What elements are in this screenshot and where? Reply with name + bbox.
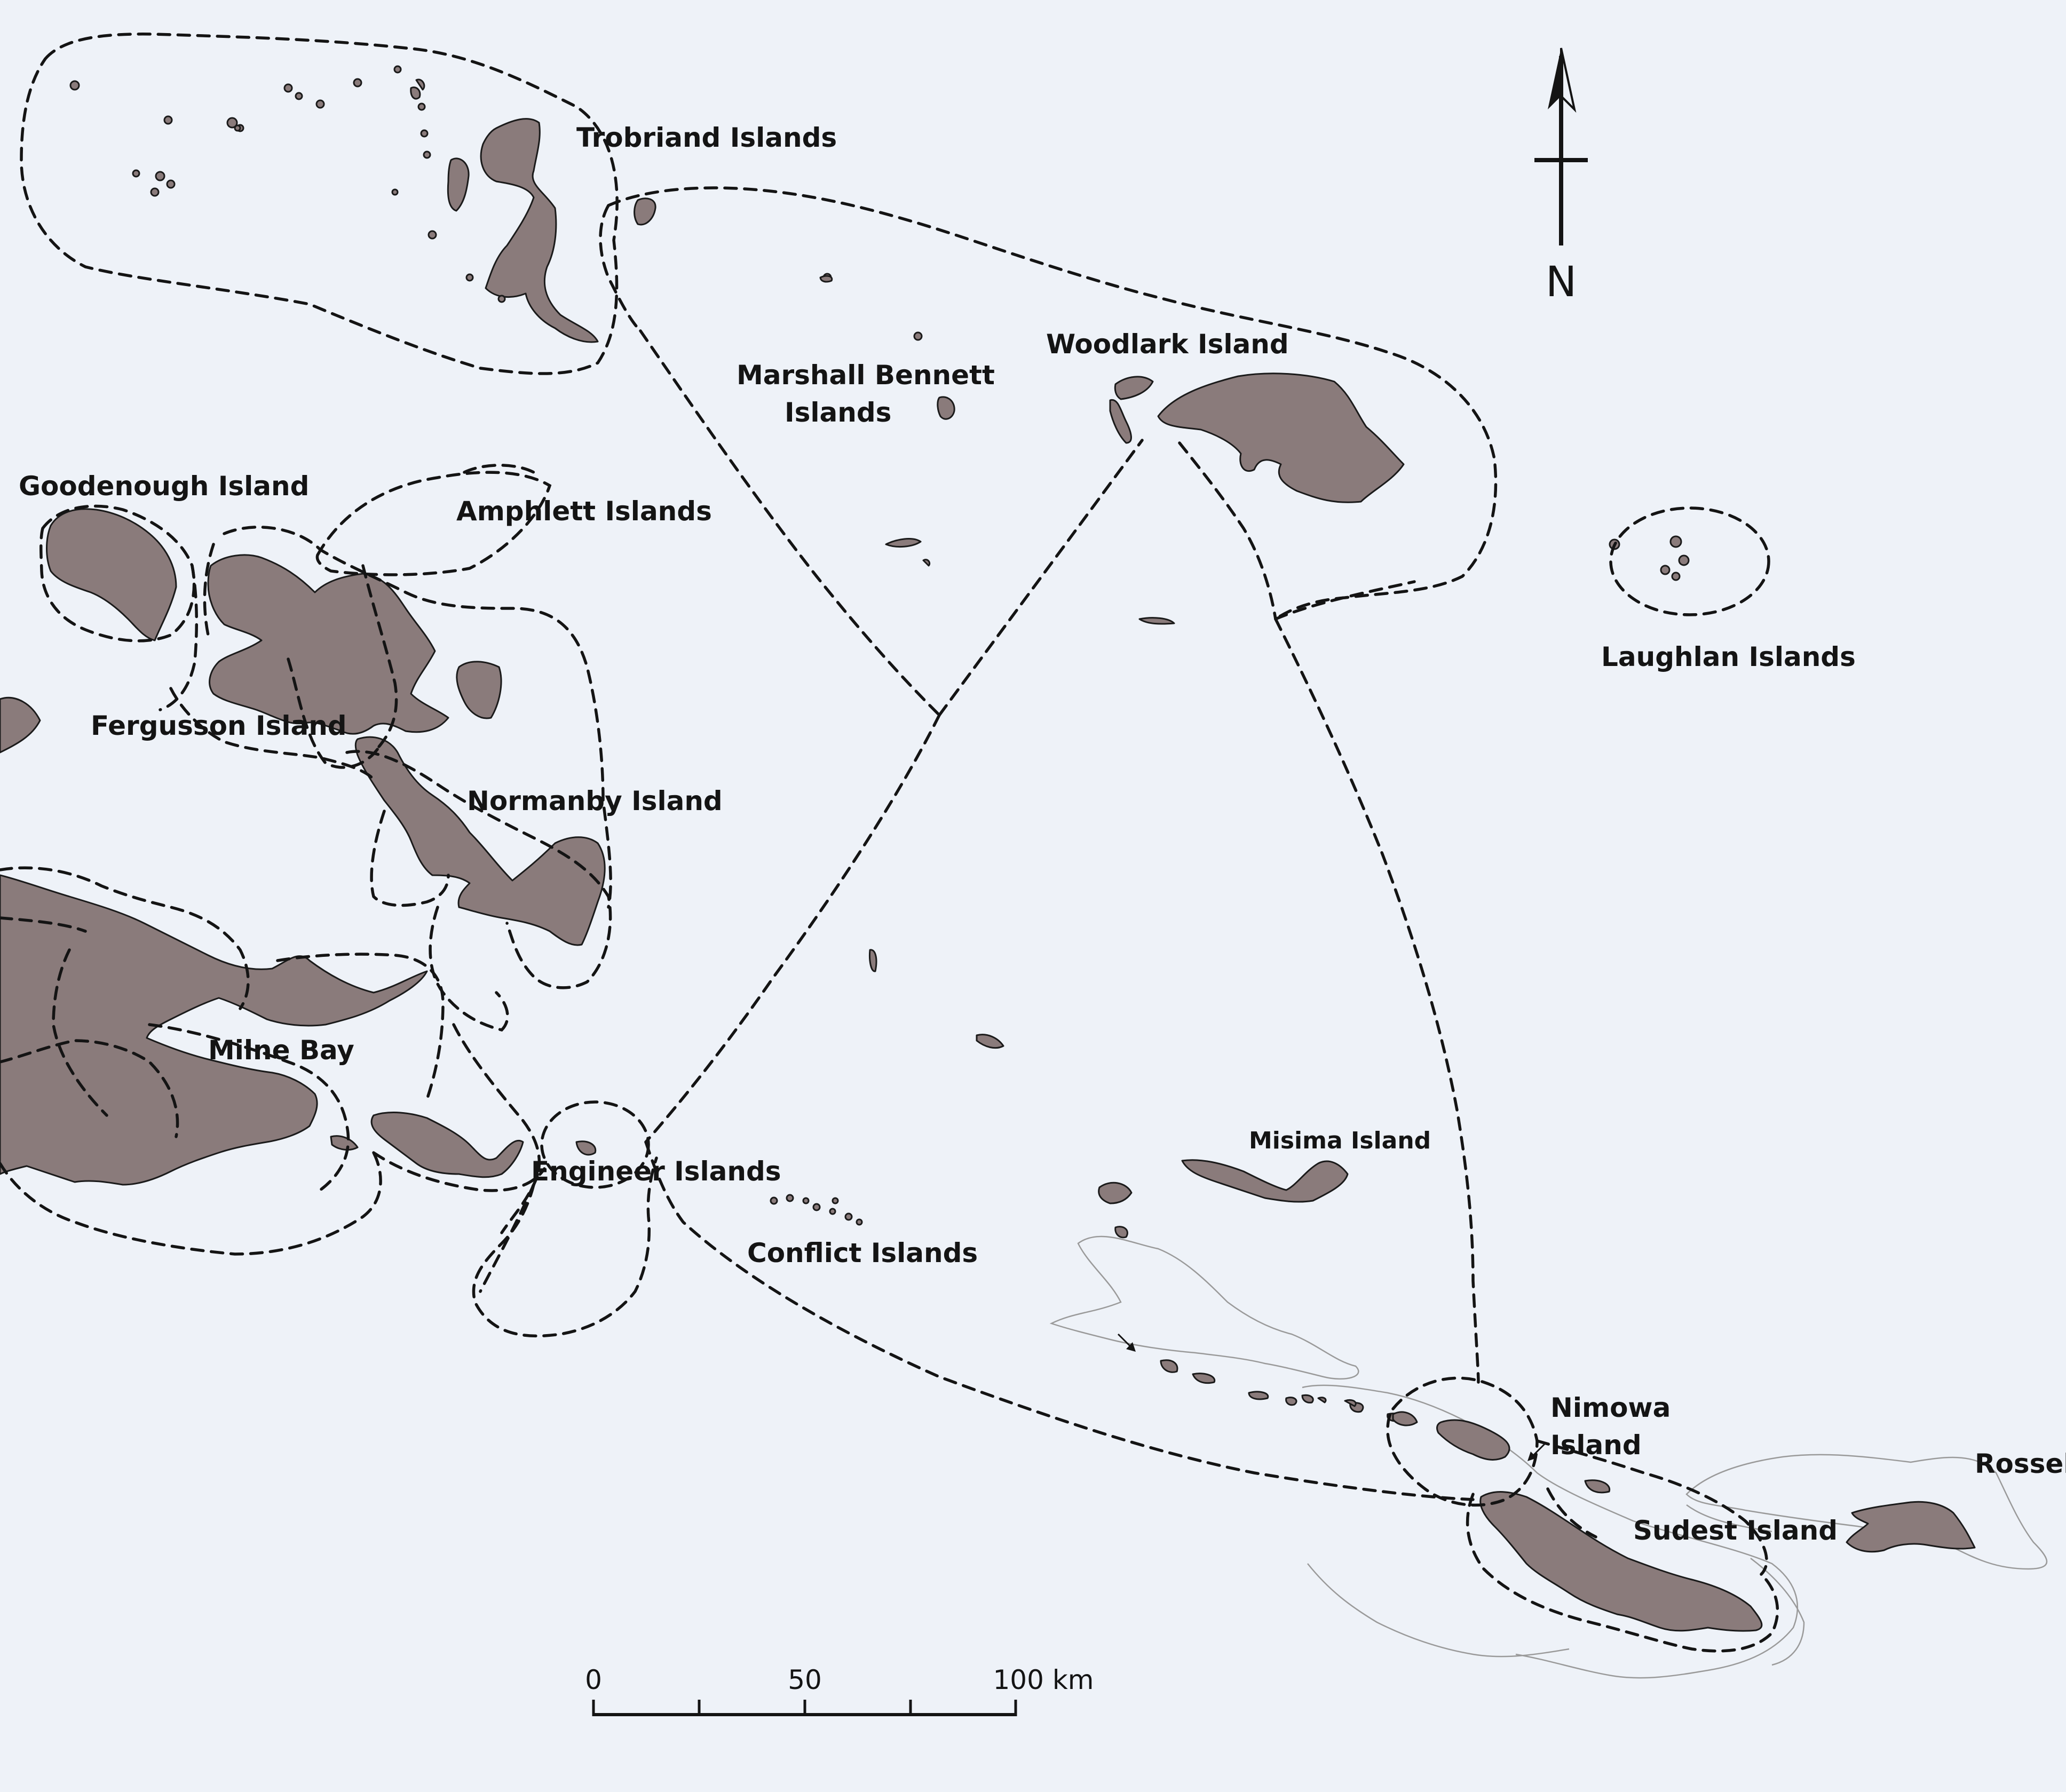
woodlark-island [1157,372,1405,503]
annotation-arrows [1117,1333,1546,1461]
nimowa-island [1436,1419,1510,1461]
normanby-island [354,736,606,946]
north-letter: N [1546,258,1577,306]
scale-bar: 0 50 100 km [585,1664,1094,1716]
misima-island [1181,1159,1349,1203]
label-sudest-island: Sudest Island [1633,1515,1838,1546]
label-trobriand-islands: Trobriand Islands [576,122,837,153]
scale-label-50: 50 [788,1664,822,1695]
label-conflict-islands: Conflict Islands [747,1238,978,1268]
label-rossel: Rossel [1975,1448,2066,1479]
sudest-island [1479,1491,1763,1632]
label-marshall-bennett-line1: Marshall Bennett [737,360,995,391]
label-laughlan-islands: Laughlan Islands [1601,641,1856,672]
label-nimowa-line2: Island [1550,1430,1642,1461]
boundaries [0,33,1779,1653]
label-goodenough-island: Goodenough Island [19,471,309,502]
label-fergusson-island: Fergusson Island [91,710,347,741]
scale-label-0: 0 [585,1664,602,1695]
rossel-island [1846,1501,1976,1553]
label-milne-bay: Milne Bay [208,1035,354,1066]
goodenough-island [46,508,177,641]
kiriwina-island [480,118,599,343]
labels: Trobriand Islands Woodlark Island Marsha… [19,122,2066,1546]
mainland [0,874,428,1186]
reef-outlines [1049,1235,2048,1679]
label-marshall-bennett-line2: Islands [785,397,891,428]
land [0,65,1976,1632]
label-misima-island: Misima Island [1249,1127,1431,1154]
label-nimowa-line1: Nimowa [1550,1392,1671,1423]
scale-label-100km: 100 km [993,1664,1094,1695]
label-normanby-island: Normanby Island [467,786,723,816]
label-woodlark-island: Woodlark Island [1046,329,1289,360]
fergusson-island [207,554,449,735]
north-arrow: N [1534,47,1588,306]
label-amphlett-islands: Amphlett Islands [456,496,712,527]
label-engineer-islands: Engineer Islands [531,1156,781,1187]
